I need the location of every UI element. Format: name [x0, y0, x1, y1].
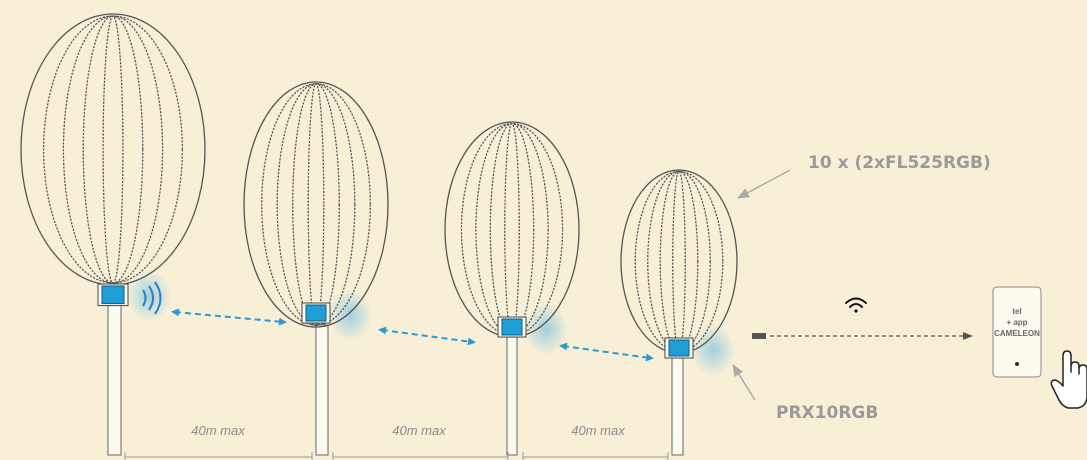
lamp-group — [21, 14, 737, 455]
controller-box — [669, 340, 689, 356]
led-string — [277, 84, 355, 325]
signal-glow — [691, 324, 735, 376]
led-string — [673, 171, 686, 351]
distance-label-3: 40m max — [571, 423, 625, 438]
lamp-model-label: 10 x (2xFL525RGB) — [808, 153, 991, 173]
lamp-shell — [244, 82, 388, 327]
distance-label-2: 40m max — [392, 423, 446, 438]
phone[interactable]: tel + app CAMELEON — [993, 287, 1041, 377]
lamp-pole — [507, 334, 517, 455]
lamp-2 — [244, 82, 388, 455]
lamp-3 — [445, 122, 579, 455]
led-string — [308, 84, 324, 325]
led-string — [262, 84, 371, 325]
led-string — [505, 124, 519, 336]
led-string — [660, 171, 698, 351]
signal-glow — [127, 270, 171, 322]
led-string — [44, 16, 183, 283]
controller-box — [306, 305, 326, 321]
lamp-1 — [21, 14, 205, 455]
signal-glow — [524, 303, 568, 355]
distance-label-1: 40m max — [191, 423, 245, 438]
phone-text-2: + app — [1006, 318, 1027, 327]
phone-home-button[interactable] — [1015, 362, 1019, 366]
lamp-shell — [21, 14, 205, 285]
led-string — [63, 16, 162, 283]
controller-box — [102, 286, 124, 304]
led-string — [476, 124, 548, 336]
lamp-pole — [316, 325, 328, 455]
led-string — [648, 171, 711, 351]
phone-text-3: CAMELEON — [994, 329, 1040, 338]
lamp-pole — [108, 292, 121, 455]
radio-links — [175, 312, 650, 358]
wifi-icon — [846, 299, 866, 313]
distance-markers: 40m max 40m max 40m max — [125, 423, 668, 460]
phone-text-1: tel — [1012, 307, 1021, 316]
lamp-pole — [672, 352, 683, 455]
led-string — [490, 124, 533, 336]
led-string — [103, 16, 123, 283]
led-string — [44, 16, 183, 283]
led-string — [262, 84, 371, 325]
controller-box — [502, 319, 522, 335]
lamp-shell — [445, 122, 579, 337]
led-string — [293, 84, 340, 325]
led-string — [83, 16, 142, 283]
led-string — [83, 16, 142, 283]
hand-pointer-icon — [1051, 351, 1087, 408]
receiver-model-label: PRX10RGB — [776, 403, 878, 423]
signal-glow — [328, 289, 372, 341]
lamp-4 — [621, 170, 737, 455]
led-string — [63, 16, 162, 283]
